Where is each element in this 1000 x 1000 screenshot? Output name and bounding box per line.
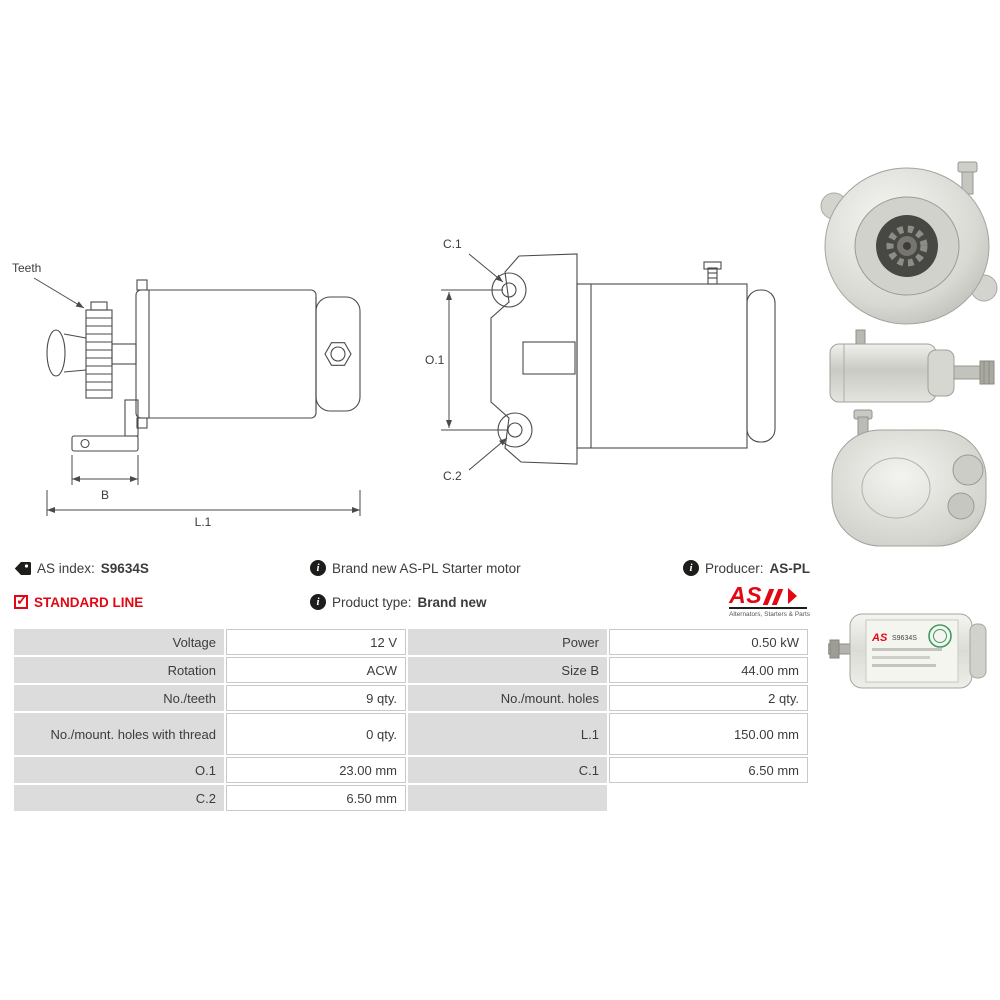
drive-shaft (979, 360, 995, 385)
aspl-logo: AS Alternators, Starters & Parts (729, 584, 810, 618)
spec-label: C.2 (14, 785, 224, 811)
table-row: No./teeth 9 qty. No./mount. holes 2 qty. (14, 685, 808, 711)
table-row: Rotation ACW Size B 44.00 mm (14, 657, 808, 683)
teeth-label: Teeth (12, 261, 41, 275)
spec-label: Size B (408, 657, 607, 683)
spec-value: 12 V (226, 629, 406, 655)
spec-value: ACW (226, 657, 406, 683)
spec-label: No./teeth (14, 685, 224, 711)
brand-new-text: Brand new AS-PL Starter motor (332, 560, 521, 576)
info-icon (682, 560, 699, 576)
label-part-code: S9634S (892, 635, 917, 642)
spec-value: 2 qty. (609, 685, 808, 711)
spec-label: O.1 (14, 757, 224, 783)
spec-value: 6.50 mm (226, 785, 406, 811)
product-type-group: Product type: Brand new (310, 592, 487, 612)
info-icon (310, 594, 326, 610)
spec-value (609, 785, 808, 811)
table-row: O.1 23.00 mm C.1 6.50 mm (14, 757, 808, 783)
drive-shaft (829, 639, 840, 659)
spec-value: 6.50 mm (609, 757, 808, 783)
spec-label: No./mount. holes (408, 685, 607, 711)
spec-value: 150.00 mm (609, 713, 808, 755)
dimension-lines (33, 277, 361, 516)
standard-line-group: STANDARD LINE (14, 592, 143, 612)
product-type-value: Brand new (417, 594, 487, 610)
spec-label: Rotation (14, 657, 224, 683)
table-row: C.2 6.50 mm (14, 785, 808, 811)
spec-value: 0 qty. (226, 713, 406, 755)
standard-line-label: STANDARD LINE (34, 594, 144, 610)
dim-c2-label: C.2 (443, 469, 462, 483)
dim-o1-label: O.1 (425, 353, 445, 367)
spec-label: Voltage (14, 629, 224, 655)
green-stamp (928, 624, 952, 648)
product-photo-rear-view (831, 409, 987, 547)
producer-label: Producer: (704, 560, 764, 576)
spec-value: 9 qty. (226, 685, 406, 711)
table-row: No./mount. holes with thread 0 qty. L.1 … (14, 713, 808, 755)
spec-label: No./mount. holes with thread (14, 713, 224, 755)
table-row: Voltage 12 V Power 0.50 kW (14, 629, 808, 655)
product-type-label: Product type: (332, 594, 412, 610)
spec-value: 44.00 mm (609, 657, 808, 683)
spec-label: L.1 (408, 713, 607, 755)
logo-as-text: AS (729, 582, 763, 608)
logo-underline (729, 607, 808, 609)
spec-value: 0.50 kW (609, 629, 808, 655)
spec-label (408, 785, 607, 811)
brand-new-group: Brand new AS-PL Starter motor (310, 558, 521, 578)
logo-tagline: Alternators, Starters & Parts (729, 611, 810, 618)
spec-label: Power (408, 629, 607, 655)
tag-icon (14, 561, 31, 575)
logo-slash (771, 589, 784, 605)
technical-drawing-mount-view: C.1 O.1 C.2 (425, 237, 776, 483)
info-icon (310, 560, 326, 576)
spec-table: Voltage 12 V Power 0.50 kW Rotation ACW … (12, 627, 810, 813)
producer-value: AS-PL (769, 560, 811, 576)
technical-drawing-side-view: Teeth B L.1 (12, 261, 361, 529)
spec-value: 23.00 mm (226, 757, 406, 783)
spec-label: C.1 (408, 757, 607, 783)
logo-chevron (788, 588, 798, 604)
dim-b-label: B (101, 488, 109, 502)
pinion-gear (886, 225, 928, 267)
producer-group: Producer: AS-PL (682, 558, 811, 578)
dim-c1-label: C.1 (443, 237, 462, 251)
product-photo-side-view (829, 329, 995, 403)
dimension-lines (441, 253, 508, 471)
product-photo-top-view (820, 161, 998, 325)
label-as-logo: AS (871, 632, 888, 644)
checkbox-icon (14, 592, 28, 609)
product-photo-labeled-view: AS S9634S (828, 613, 987, 689)
dim-l1-label: L.1 (195, 515, 212, 529)
as-index-label: AS index: (37, 560, 95, 576)
as-index-group: AS index: S9634S (14, 558, 149, 578)
as-index-value: S9634S (100, 560, 149, 576)
